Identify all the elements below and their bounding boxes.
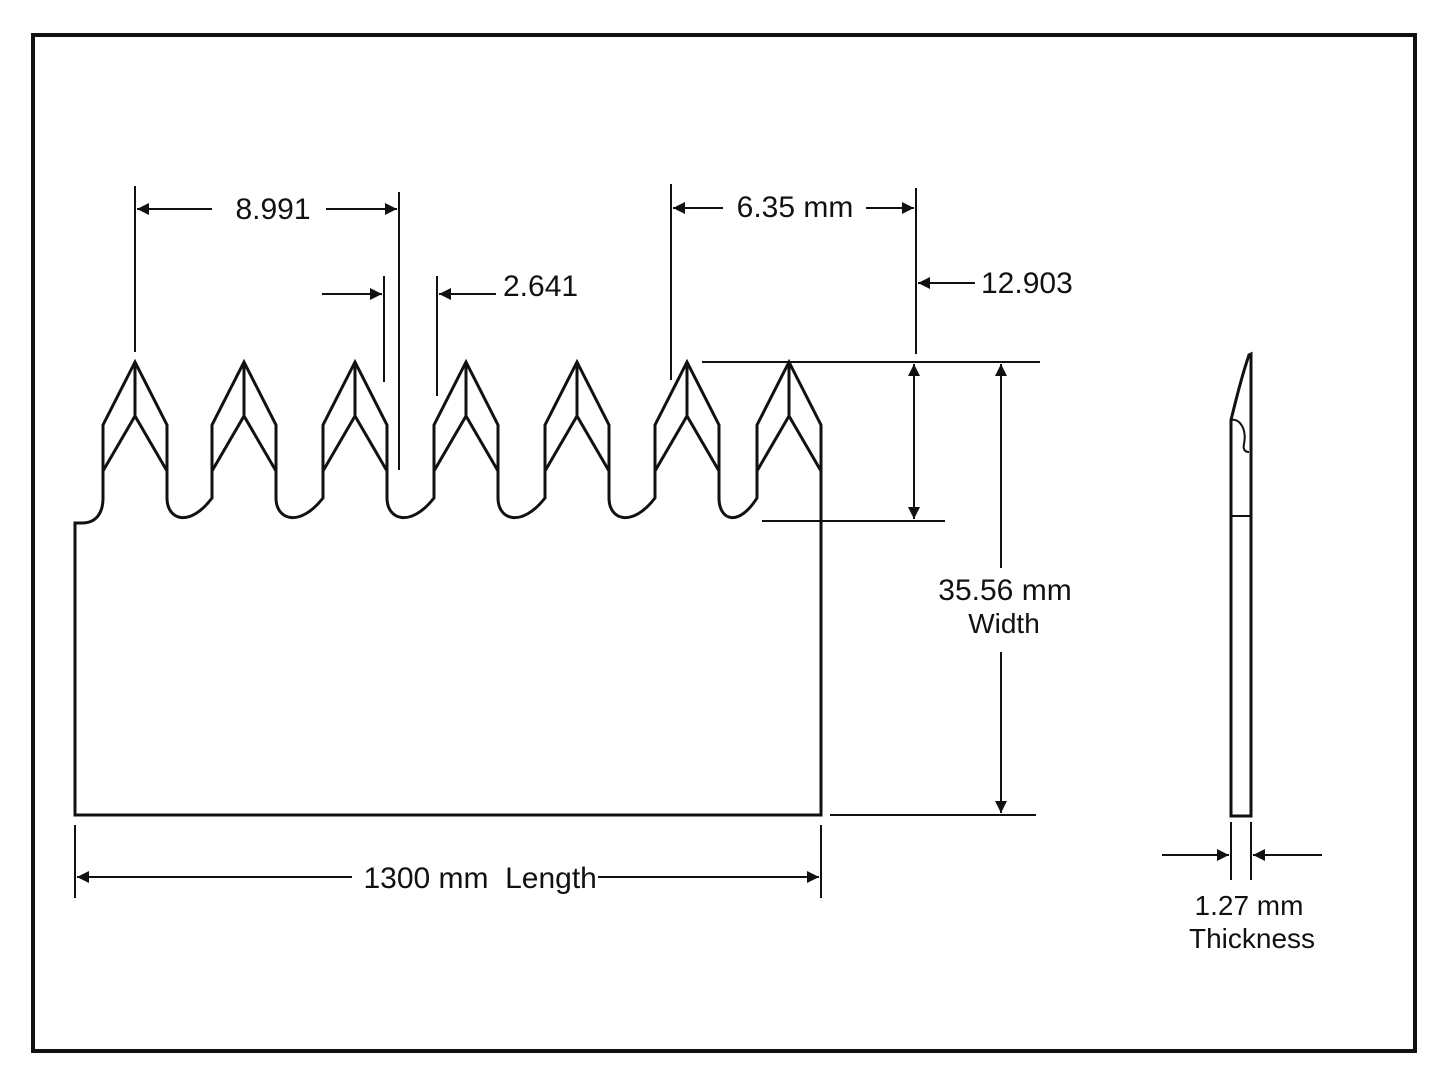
thickness-value: 1.27 mm xyxy=(1195,890,1304,921)
width-dimension: 35.56 mm Width xyxy=(830,364,1072,816)
spacing-dimension: 6.35 mm xyxy=(670,184,917,380)
thickness-dimension: 1.27 mm Thickness xyxy=(1162,822,1322,954)
gullet-label: 2.641 xyxy=(503,270,578,303)
spacing-label: 6.35 mm xyxy=(737,191,854,224)
tooth-bevel xyxy=(321,362,389,472)
pitch-dimension: 8.991 xyxy=(134,186,400,470)
drawing-frame xyxy=(31,33,1417,1053)
width-label: Width xyxy=(968,608,1040,639)
offset-dimension: 12.903 xyxy=(918,267,1073,300)
gullet-dimension: 2.641 xyxy=(322,270,578,396)
tooth-bevel xyxy=(543,362,611,472)
length-dimension: 1300 mm Length xyxy=(74,825,822,898)
length-label: Length xyxy=(505,862,597,895)
tooth-height-dimension xyxy=(702,361,1040,522)
tooth-bevel xyxy=(432,362,500,472)
tooth-bevel xyxy=(210,362,278,472)
tooth-bevel xyxy=(653,362,721,472)
offset-label: 12.903 xyxy=(981,267,1073,300)
tooth-bevel xyxy=(101,362,169,472)
tooth-bevel-lines xyxy=(101,362,823,472)
blade-outline xyxy=(73,358,823,817)
tooth-bevel xyxy=(755,362,823,472)
pitch-label: 8.991 xyxy=(235,193,310,226)
thickness-label: Thickness xyxy=(1189,923,1315,954)
width-value: 35.56 mm xyxy=(938,574,1071,607)
blade-side-profile xyxy=(1229,351,1253,818)
length-value: 1300 mm xyxy=(363,862,488,895)
